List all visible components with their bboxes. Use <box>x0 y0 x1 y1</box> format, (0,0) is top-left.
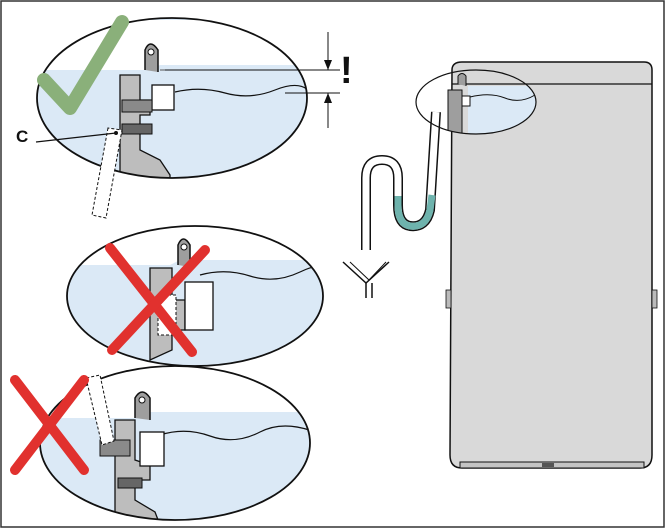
c-pointer-line <box>35 132 117 143</box>
check-mark-icon <box>37 15 129 115</box>
appliance-body <box>415 61 658 469</box>
hose-guide <box>139 431 165 467</box>
hose-water <box>394 194 436 230</box>
c-pointer-dot <box>114 131 118 135</box>
water-surface <box>174 84 307 97</box>
detail-correct <box>35 15 340 219</box>
detail-wrong-2 <box>10 365 311 521</box>
label-c: C <box>16 127 29 146</box>
hose-bracket <box>121 99 153 113</box>
hose-guide <box>184 281 214 331</box>
seal-ring <box>121 123 153 135</box>
warning-exclamation: ! <box>340 50 353 92</box>
drain-hose <box>85 374 115 446</box>
cross-mark-icon <box>105 243 210 357</box>
drain-assembly <box>342 111 441 298</box>
appliance-foot <box>542 463 554 467</box>
drain-funnel-icon <box>342 261 390 298</box>
top-cover <box>37 20 307 70</box>
drain-hose-inner <box>362 111 440 250</box>
cross-mark-icon <box>10 375 89 475</box>
gap-arrowhead-bottom <box>324 93 332 103</box>
hose-clip <box>144 43 159 72</box>
drain-hose <box>91 127 123 219</box>
hose-guide <box>151 84 175 111</box>
detail-wrong-1 <box>66 225 324 367</box>
appliance-side-handle <box>445 289 452 309</box>
gap-arrowhead-top <box>324 60 332 70</box>
appliance-side-handle <box>651 289 658 309</box>
clip-hole <box>147 48 155 56</box>
